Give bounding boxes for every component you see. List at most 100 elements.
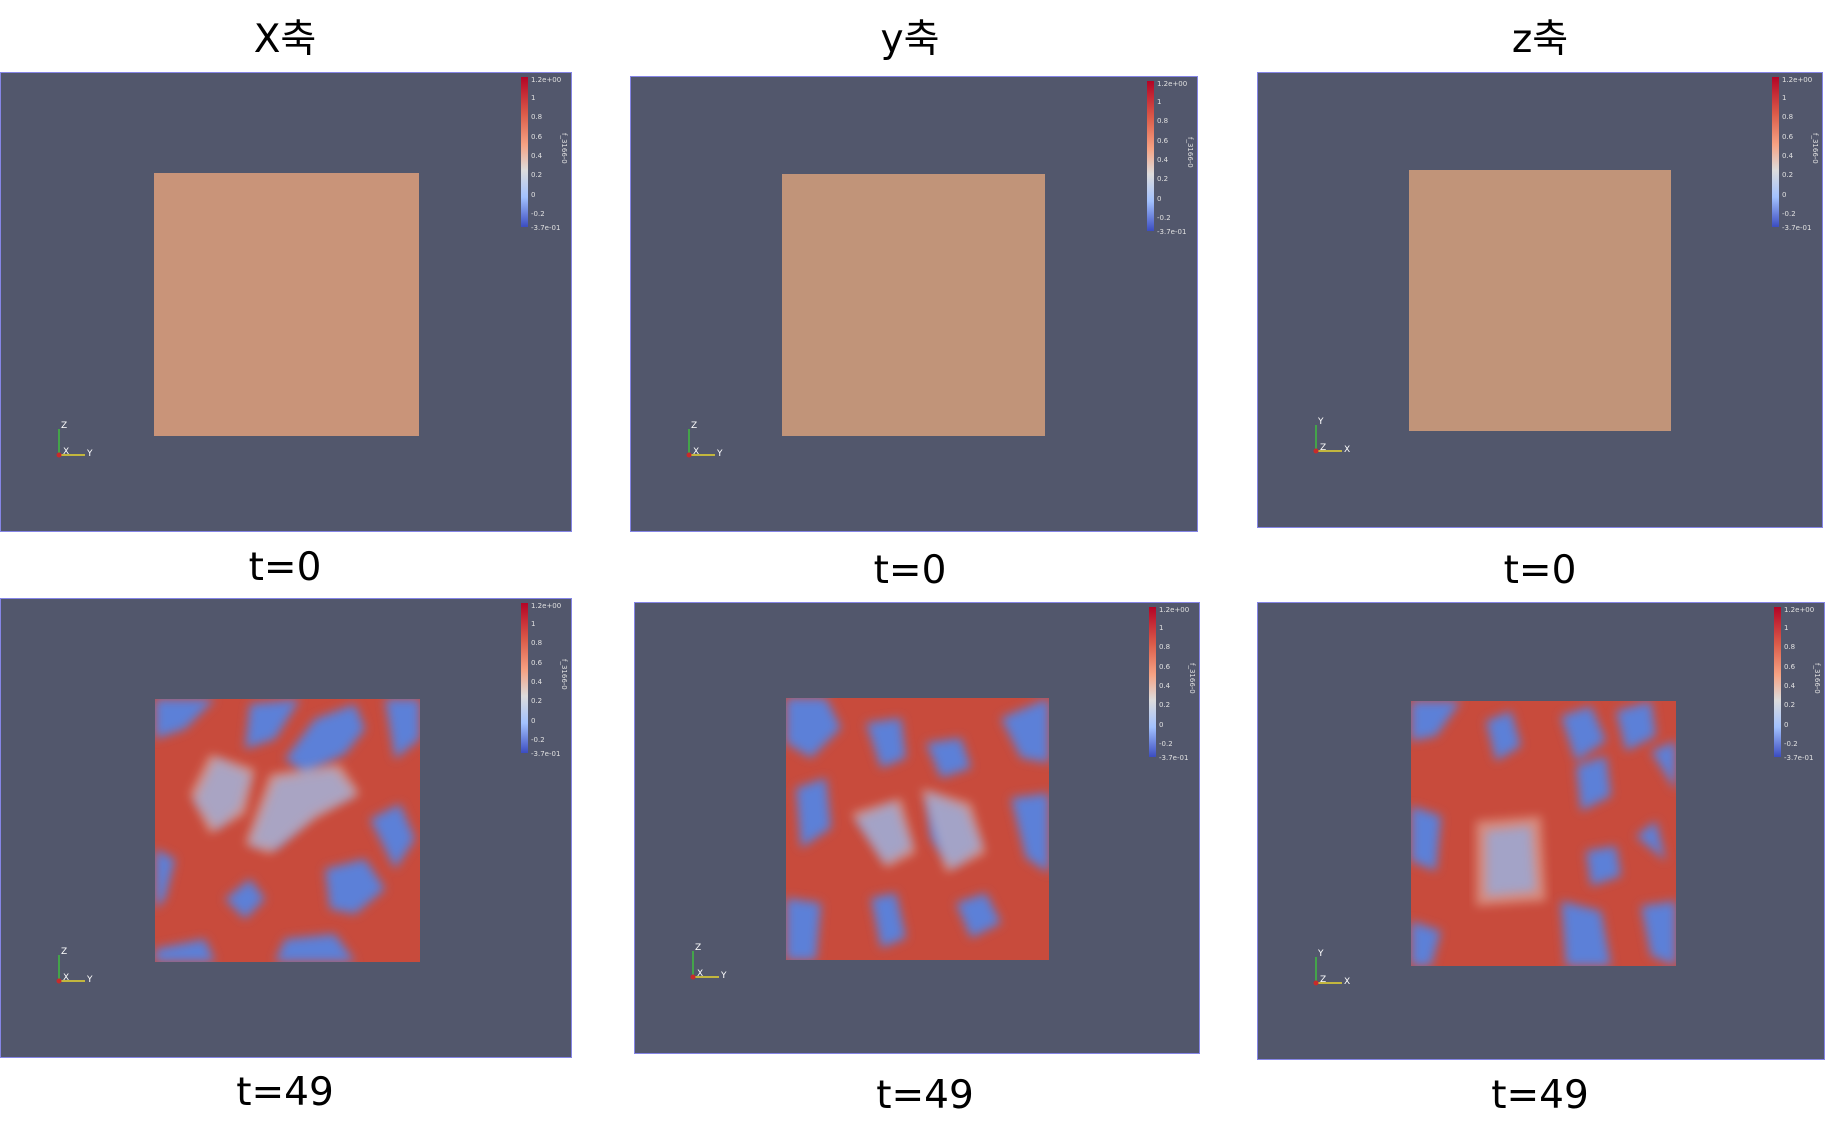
colorbar-tick-label: 1.2e+00 [1159,606,1190,614]
axis-label: Y [1318,417,1324,427]
colorbar-tick-label: 0 [531,190,536,199]
colorbar-tick-label: 0.8 [1157,117,1169,126]
colorbar-tick-label: 1 [1159,624,1164,632]
colorbar-tick-label: 0 [1157,194,1162,203]
colorbar-tick-label: 0.8 [531,639,543,648]
time-label-x-t0: t=0 [248,545,322,590]
axis-label: Z [695,943,702,953]
axes-lines [690,951,719,980]
colorbar-tick-label: 0.8 [1782,113,1794,122]
colorbar-gradient [1149,607,1156,757]
axis-label: Z [61,947,68,957]
colorbar-title: f_3166-0 [1186,137,1194,168]
view-y-t0: 1.2e+00 1 0.8 0.6 0.4 0.2 0 -0.2 -3.7e-01 f_3166-… [630,76,1198,532]
colorbar-tick-label: 0.6 [1159,662,1171,671]
axis-label: Y [717,449,723,459]
axis-label: X [63,973,70,983]
colorbar-tick-label: 0.4 [1784,681,1796,690]
axis-label: X [1344,445,1351,455]
colorbar-tick-label: 1.2e+00 [1157,80,1188,88]
time-label-y-t0: t=0 [873,548,947,593]
axis-label: Z [1320,975,1327,985]
colorbar-tick-label: 1 [531,94,536,102]
field-square [154,173,419,436]
orientation-axes: Y Z X [1308,417,1353,462]
colorbar-tick-label: 0.8 [531,113,543,122]
colorbar-tick-label: 0.6 [531,658,543,667]
colorbar-tick-label: 0.4 [531,151,543,160]
colorbar-title: f_3166-0 [1813,663,1821,694]
field-pattern [786,698,1049,960]
colorbar-tick-label: -3.7e-01 [1782,224,1812,232]
axis-label: Y [721,971,727,981]
colorbar-gradient [1147,81,1154,231]
colorbar-tick-label: 0.2 [1157,175,1169,184]
colorbar-tick-label: 1.2e+00 [531,602,562,610]
column-title-z: z축 [1511,17,1569,62]
axes-lines [1313,957,1342,986]
colorbar-tick-label: -0.2 [1782,209,1796,218]
colorbar-tick-label: 1 [1782,94,1787,102]
axis-label: Y [87,975,93,985]
colorbar-tick-label: 0.8 [1159,643,1171,652]
field-square [1409,170,1671,431]
colorbar-tick-label: 0.8 [1784,643,1796,652]
axes-lines [56,955,85,984]
colorbar-gradient [1774,607,1781,757]
colorbar-tick-label: 0 [1782,190,1787,199]
time-label-y-t49: t=49 [876,1073,974,1118]
colorbar-tick-label: -0.2 [1157,213,1171,222]
colorbar-gradient [1772,77,1779,227]
colorbar-tick-label: 0.4 [1157,155,1169,164]
axis-label: Y [1318,949,1324,959]
axes-lines [686,429,715,458]
colorbar-tick-label: -0.2 [531,209,545,218]
colorbar-tick-label: 0.2 [1782,171,1794,180]
colorbar-tick-label: -0.2 [531,735,545,744]
colorbar-tick-label: -0.2 [1159,739,1173,748]
colorbar-title: f_3166-0 [560,659,568,690]
field-square [782,174,1045,436]
colorbar-tick-label: 1 [1784,624,1789,632]
axes-lines [1313,425,1342,454]
orientation-axes: Z X Y [51,947,96,992]
axis-label: X [1344,977,1351,987]
time-label-z-t49: t=49 [1491,1073,1589,1118]
colorbar-tick-label: -3.7e-01 [531,224,561,232]
colorbar-tick-label: 1 [1157,98,1162,106]
colorbar-tick-label: 0 [1159,720,1164,729]
colorbar-tick-label: 0.6 [1157,136,1169,145]
time-label-z-t0: t=0 [1503,548,1577,593]
colorbar-gradient [521,603,528,753]
colorbar-tick-label: 0.2 [1784,701,1796,710]
field-pattern [155,699,420,962]
axis-label: Y [87,449,93,459]
colorbar-tick-label: -0.2 [1784,739,1798,748]
colorbar-tick-label: 0.4 [531,677,543,686]
colorbar-tick-label: 0 [531,716,536,725]
axis-label: Z [1320,443,1327,453]
time-label-x-t49: t=49 [236,1070,334,1115]
colorbar-title: f_3166-0 [560,133,568,164]
axis-label: Z [691,421,698,431]
colorbar-tick-label: 0.2 [531,171,543,180]
colorbar-tick-label: 0.6 [1784,662,1796,671]
colorbar-gradient [521,77,528,227]
colorbar-tick-label: -3.7e-01 [531,750,561,758]
colorbar-tick-label: -3.7e-01 [1157,228,1187,236]
column-title-y: y축 [880,17,940,62]
colorbar-tick-label: 0.2 [531,697,543,706]
colorbar-tick-label: 1.2e+00 [531,76,562,84]
colorbar-tick-label: 0 [1784,720,1789,729]
colorbar-tick-label: 0.4 [1159,681,1171,690]
colorbar-tick-label: 1.2e+00 [1784,606,1815,614]
field-pattern [1411,701,1676,966]
colorbar-tick-label: 0.6 [1782,132,1794,141]
axis-label: X [63,447,70,457]
